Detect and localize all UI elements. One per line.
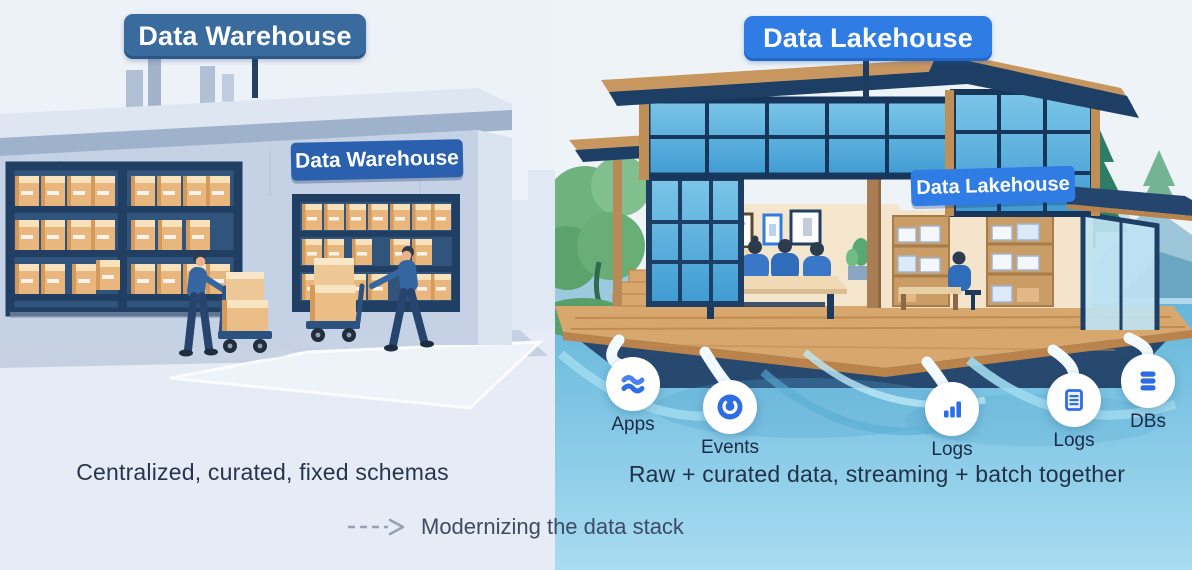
warehouse-title-badge: Data Warehouse <box>124 14 366 59</box>
source-label-dbs: DBs <box>1130 411 1166 432</box>
wooden-post-shade <box>878 130 881 308</box>
lakehouse-building-sign-text: Data Lakehouse <box>916 172 1070 199</box>
driveway-path <box>169 340 544 410</box>
cart-shadow <box>188 344 292 360</box>
source-dbs: DBs <box>1121 354 1175 433</box>
bar-chart-icon <box>925 382 979 436</box>
source-logs-metrics: Logs <box>925 382 979 461</box>
dashed-arrow-icon <box>348 518 405 536</box>
source-label-events: Events <box>700 437 760 458</box>
database-stack-icon <box>1121 354 1175 408</box>
footer-caption: Modernizing the data stack <box>421 514 684 539</box>
lakehouse-building-sign: Data Lakehouse <box>910 165 1076 207</box>
warehouse-building-sign: Data Warehouse <box>290 139 464 181</box>
open-ring-icon <box>703 380 757 434</box>
source-events: Events <box>701 380 759 459</box>
warehouse-caption: Centralized, curated, fixed schemas <box>76 459 449 485</box>
waves-stack-icon <box>606 357 660 411</box>
cart-shadow <box>287 335 383 349</box>
footer: Modernizing the data stack <box>346 514 684 540</box>
lakehouse-building <box>569 48 1192 330</box>
source-label-logs-metrics: Logs <box>931 439 973 460</box>
glass-corner-wall <box>1080 211 1160 330</box>
warehouse-building-sign-text: Data Warehouse <box>294 146 460 173</box>
lakehouse-illustration <box>555 0 1192 570</box>
loading-bay-left <box>5 161 243 318</box>
source-apps: Apps <box>606 357 660 436</box>
desk-worker <box>899 251 981 310</box>
worker-figure-right <box>369 246 434 352</box>
potted-plant <box>846 238 870 280</box>
source-label-logs-files: Logs <box>1053 430 1095 451</box>
lower-left-glass-wall <box>646 175 744 307</box>
storage-shelf-b <box>986 213 1054 307</box>
source-logs-files: Logs <box>1047 373 1101 452</box>
warehouse-sign-pole <box>252 56 258 98</box>
warehouse-title-text: Data Warehouse <box>138 21 352 51</box>
source-label-apps: Apps <box>611 414 655 435</box>
upper-story <box>601 56 999 180</box>
worker-figure-left <box>179 252 227 357</box>
lakehouse-caption: Raw + curated data, streaming + batch to… <box>628 461 1126 487</box>
lakehouse-title-text: Data Lakehouse <box>763 23 973 53</box>
log-document-icon <box>1047 373 1101 427</box>
lakehouse-sign-pole <box>863 58 869 101</box>
hand-cart-left <box>218 272 272 353</box>
hand-cart-middle <box>306 258 365 342</box>
lakehouse-title-badge: Data Lakehouse <box>744 16 992 61</box>
warehouse-illustration <box>0 0 555 570</box>
